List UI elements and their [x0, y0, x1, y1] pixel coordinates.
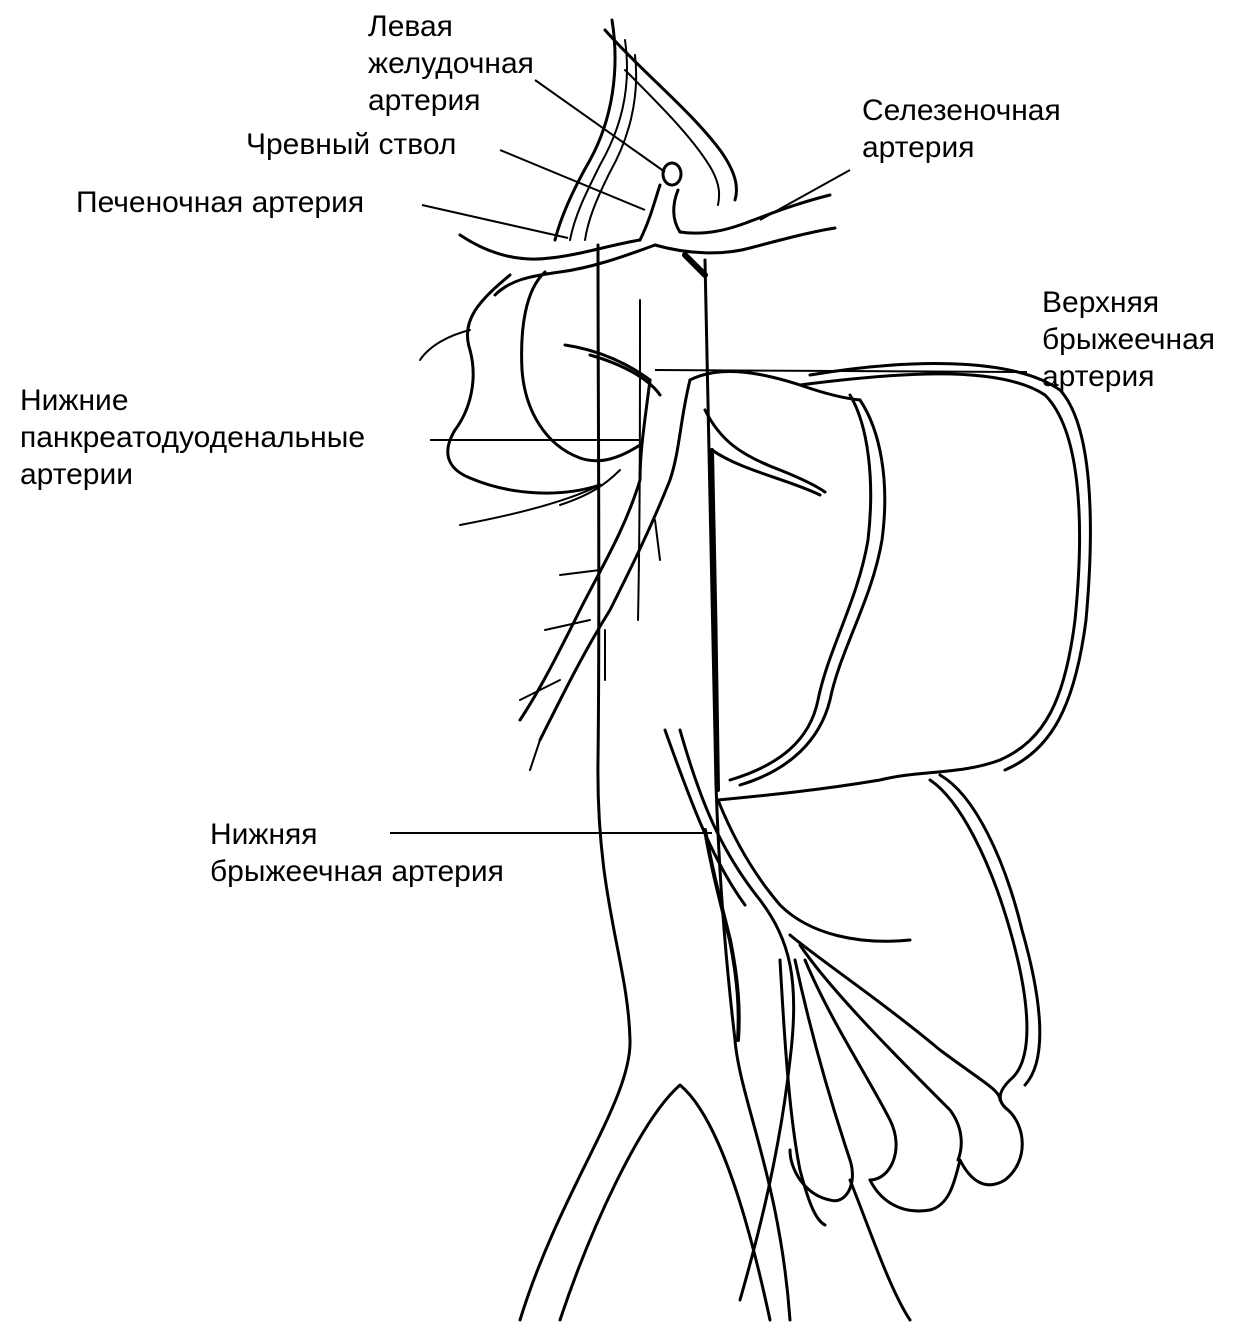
- arcade-outer-2: [808, 362, 1092, 772]
- middle-colic-lower: [703, 408, 827, 494]
- lower-arcade-inner: [938, 773, 1042, 1087]
- label-superior-mesenteric-artery: Верхняя брыжеечная артерия: [1042, 284, 1215, 395]
- gastroduodenal-loop: [419, 270, 642, 526]
- label-line: панкреатодуоденальные: [20, 421, 365, 454]
- label-line: артерии: [20, 458, 133, 491]
- label-inferior-pancreaticoduodenal-arteries: Нижние панкреатодуоденальные артерии: [20, 382, 365, 493]
- aorta-right-wall: [703, 258, 792, 1322]
- esophagus-left-inner-2: [584, 54, 638, 241]
- sigmoid-loop-5: [778, 958, 827, 1227]
- label-line: Селезеночная: [862, 94, 1061, 127]
- sma-left-wall: [518, 378, 652, 722]
- sma-twig-3: [519, 679, 561, 701]
- label-inferior-mesenteric-artery: Нижняя брыжеечная артерия: [210, 816, 504, 890]
- leader-lines: [390, 79, 1028, 834]
- pancreaticoduodenal-branch-2: [559, 469, 621, 506]
- sma-twig-4: [529, 739, 541, 771]
- arcade-inner-2: [728, 393, 873, 782]
- splenic-artery-lower: [653, 226, 837, 255]
- aortic-bifurcation: [558, 1083, 772, 1322]
- sma-twig-2: [544, 619, 591, 631]
- label-line: желудочная: [368, 47, 534, 80]
- ima-left-branch: [678, 728, 796, 1302]
- label-line: Чревный ствол: [246, 128, 457, 161]
- marginal-arcade: [716, 362, 1092, 802]
- gastroduodenal-outer: [446, 273, 602, 495]
- sma-right-wall: [538, 378, 692, 742]
- celiac-shadow: [682, 252, 708, 278]
- sma-main-trunk: [710, 448, 720, 792]
- label-splenic-artery: Селезеночная артерия: [862, 92, 1061, 166]
- lower-arcade-outer: [868, 778, 1029, 1213]
- sigmoid-loop-2: [798, 943, 963, 1162]
- label-line: брыжеечная: [1042, 323, 1215, 356]
- ima-left-branch-2: [663, 728, 747, 907]
- esophagus-left-outer: [553, 18, 617, 242]
- label-hepatic-artery: Печеночная артерия: [76, 184, 364, 221]
- label-line: артерия: [368, 84, 481, 117]
- aorta-left-wall: [518, 243, 632, 1322]
- celiac-trunk-left: [638, 183, 662, 242]
- sma-twig-1: [559, 569, 601, 576]
- ima-trunk: [703, 828, 741, 1042]
- label-line: артерия: [1042, 360, 1155, 393]
- arcade-outer: [716, 372, 1082, 802]
- label-celiac-trunk: Чревный ствол: [246, 126, 456, 163]
- label-line: брыжеечная артерия: [210, 855, 504, 888]
- sma-origin-right: [588, 353, 662, 397]
- ima-right-branch: [716, 798, 912, 943]
- leader-celiac-trunk: [499, 149, 646, 211]
- label-line: Печеночная артерия: [76, 186, 365, 219]
- label-line: Нижняя: [210, 818, 318, 851]
- arcade-inner: [738, 398, 887, 787]
- label-line: Нижние: [20, 384, 129, 417]
- splenic-artery-upper: [678, 193, 832, 235]
- label-line: артерия: [862, 131, 975, 164]
- leader-left-gastric: [534, 79, 666, 173]
- esophagus-left-inner-1: [569, 39, 628, 241]
- aorta: [518, 243, 792, 1322]
- inferior-mesenteric-artery: [663, 728, 1042, 1322]
- label-left-gastric-artery: Левая желудочная артерия: [368, 8, 534, 119]
- celiac-trunk: [458, 161, 837, 297]
- esophagus-right-inner: [624, 69, 721, 206]
- pancreaticoduodenal-branch: [459, 484, 601, 526]
- esophagus-right-outer: [603, 28, 738, 202]
- label-line: Верхняя: [1042, 286, 1160, 319]
- leader-hepatic: [421, 204, 569, 239]
- sigmoid-loop-3: [803, 958, 898, 1182]
- hepatic-artery-lower: [493, 243, 657, 297]
- label-line: Левая: [368, 10, 453, 43]
- middle-colic-inner: [710, 448, 822, 497]
- middle-colic-upper: [688, 370, 862, 402]
- sma-origin-left: [563, 343, 652, 382]
- leader-superior-mesenteric: [654, 369, 1028, 373]
- gastroduodenal-side: [419, 329, 471, 361]
- esophagus-crura: [553, 18, 738, 242]
- superior-mesenteric-artery: [518, 343, 862, 792]
- sma-twig-6: [654, 519, 661, 561]
- leader-splenic: [759, 169, 851, 221]
- left-gastric-origin: [661, 161, 683, 187]
- gastroduodenal-inner: [520, 270, 642, 463]
- hepatic-artery-upper: [458, 233, 642, 261]
- celiac-trunk-right: [672, 188, 682, 234]
- rectal-branch: [848, 1178, 912, 1322]
- sigmoid-loop-1: [788, 933, 1002, 1102]
